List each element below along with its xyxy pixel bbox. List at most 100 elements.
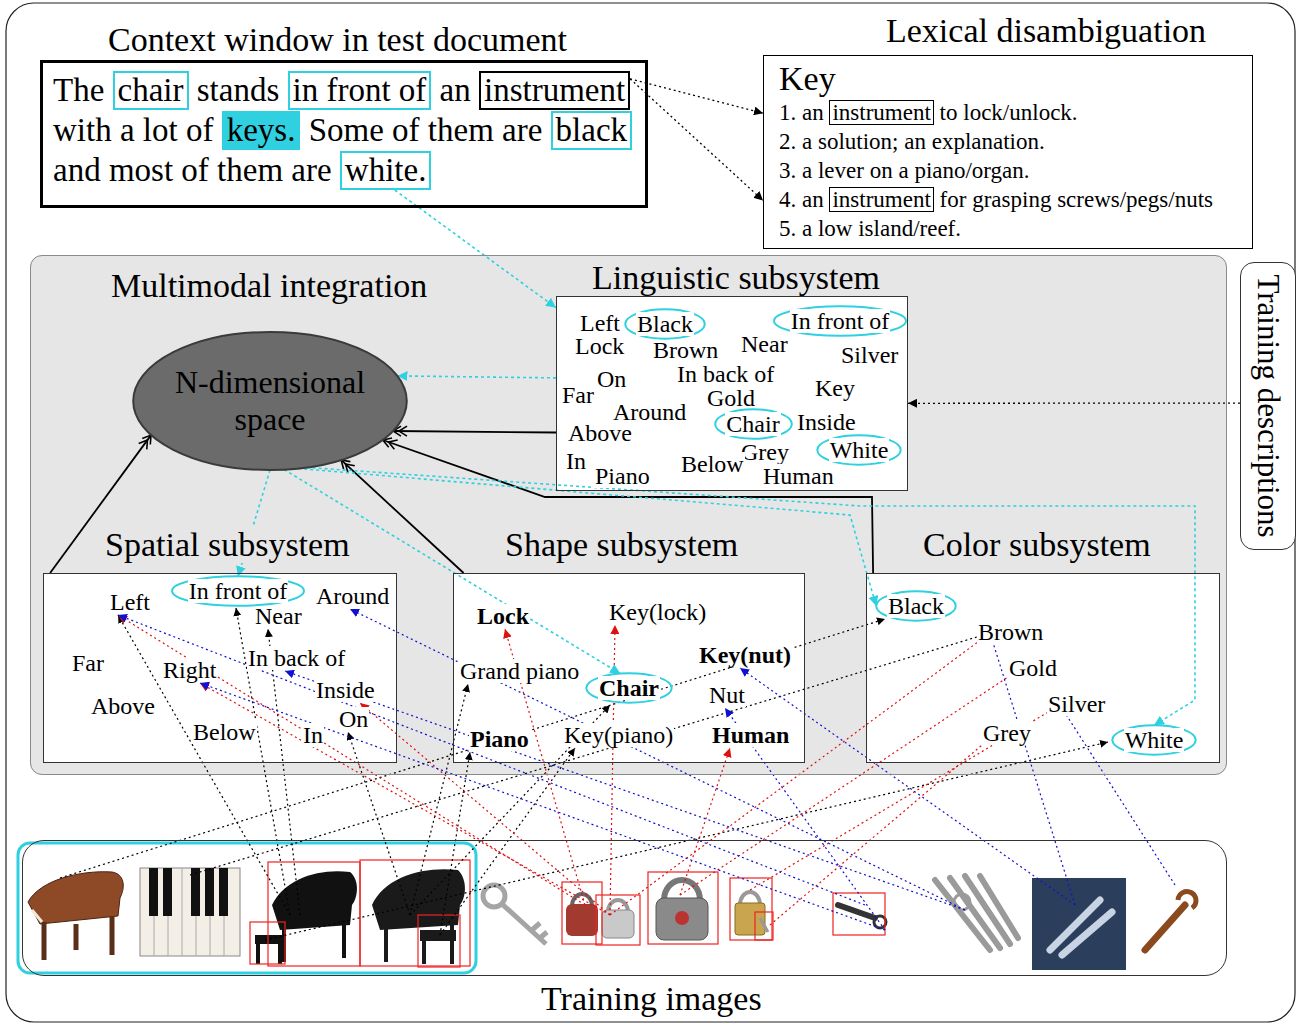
- node-text: for grasping screws/pegs/nuts: [940, 187, 1213, 212]
- vocabulary-word: In back of: [676, 362, 775, 386]
- object-box: [755, 912, 773, 940]
- image-word-link: [268, 629, 300, 915]
- boxed-word: instrument: [829, 100, 933, 125]
- image-word-link: [990, 633, 1075, 905]
- vocabulary-word: Human: [762, 464, 835, 488]
- vocabulary-word: Left: [579, 311, 621, 335]
- vocabulary-word: Left: [109, 590, 151, 614]
- wrench-set-image: [954, 894, 970, 910]
- selection-ellipse: [774, 306, 906, 335]
- node-text: Key: [779, 60, 1213, 98]
- node-text: Black: [636, 312, 694, 336]
- vocabulary-word: Brown: [652, 338, 719, 362]
- node-text: 5. a low island/reef.: [779, 216, 961, 241]
- image-word-link: [680, 669, 1020, 895]
- selection-ellipse: [817, 435, 900, 464]
- vocabulary-word: Inside: [315, 678, 376, 702]
- text-flow: Key 1. an instrument to lock/unlock.2. a…: [779, 60, 1213, 243]
- keyboard-image: [140, 868, 240, 956]
- node-text: instrument: [832, 187, 930, 212]
- selected-word-ellipse: Chair: [585, 672, 673, 704]
- image-word-link: [200, 683, 610, 915]
- vocabulary-word: Grand piano: [459, 659, 580, 683]
- vocabulary-word: Below: [680, 452, 745, 476]
- node-text: White: [829, 438, 890, 462]
- vocabulary-word: In: [565, 449, 587, 473]
- node-text: Training descriptions: [1251, 274, 1285, 537]
- vocabulary-word: In back of: [247, 646, 346, 670]
- box-fill: [556, 296, 908, 491]
- lock-image: [602, 910, 634, 938]
- space-ellipse: [133, 332, 407, 470]
- piano-bench: [420, 930, 456, 941]
- selection-ellipse: [172, 576, 304, 605]
- node-text: chair: [118, 72, 184, 108]
- vocabulary-word: Human: [711, 723, 790, 747]
- brown-wrench-image: [1178, 892, 1196, 908]
- node-text: stands: [197, 72, 280, 108]
- image-word-link: [265, 742, 1108, 940]
- wrench-image: [838, 905, 875, 918]
- definition-box: Lexical disambiguationKey 1. an instrume…: [763, 55, 1253, 249]
- dotted-arrow: [630, 79, 763, 113]
- piano-bench: [255, 935, 283, 944]
- image-word-link: [348, 732, 410, 915]
- vocabulary-word: Silver: [840, 343, 899, 367]
- cyan-dotted-arrow: [398, 376, 557, 378]
- vocabulary-word: Key: [814, 376, 856, 400]
- vocabulary-word: Near: [740, 332, 789, 356]
- object-box: [418, 915, 460, 967]
- image-word-link: [118, 615, 865, 905]
- image-word-link: [740, 668, 1075, 905]
- node-text: 2. a solution; an explanation.: [779, 129, 1045, 154]
- double-headed-flow-arrow: [383, 440, 873, 573]
- lock-image: [656, 898, 708, 940]
- object-box: [648, 872, 718, 944]
- box-fills: [30, 255, 1227, 775]
- object-box: [596, 895, 640, 945]
- key-image: [483, 885, 505, 907]
- box-fill: [453, 573, 805, 763]
- vocabulary-word: Gold: [706, 386, 756, 410]
- node-text: Black: [887, 594, 945, 618]
- vocabulary-word: Lock: [476, 604, 530, 628]
- box-fill: [866, 573, 1220, 763]
- vocabulary-word: On: [338, 707, 369, 731]
- dotted-arrow: [630, 79, 763, 201]
- node-text: Some of them are: [309, 112, 543, 148]
- node-text: to lock/unlock.: [940, 100, 1078, 125]
- selected-word-ellipse: Black: [624, 308, 706, 340]
- vocabulary-word: Key(nut): [698, 643, 792, 667]
- heading: Shape subsystem: [502, 526, 741, 563]
- node-text: N-dimensional space: [165, 364, 375, 438]
- linguistic-subsystem-box: Linguistic subsystemLeftLockBrownNearSil…: [556, 296, 908, 491]
- node-text: black: [556, 112, 627, 148]
- image-word-link: [610, 625, 615, 915]
- semantic-space-ellipse: N-dimensional space: [129, 326, 411, 476]
- object-box: [360, 860, 470, 966]
- color-subsystem-box: Color subsystemBrownGoldSilverGreyBlackW…: [866, 573, 1220, 763]
- text-flow: The chair stands in front of an instrume…: [53, 70, 632, 190]
- image-word-link: [440, 752, 470, 935]
- boxed-word: instrument: [829, 187, 933, 212]
- context-box: Context window in test documentThe chair…: [40, 60, 648, 208]
- selection-ellipse: [876, 591, 956, 620]
- node-text: The: [53, 72, 104, 108]
- vocabulary-word: Piano: [469, 727, 530, 751]
- highlighted-word: in front of: [288, 71, 432, 110]
- target-word: keys.: [222, 111, 301, 150]
- selection-ellipse: [715, 409, 792, 438]
- outer-frame: [6, 3, 1295, 1022]
- vocabulary-word: Grey: [982, 721, 1032, 745]
- node-text: In front of: [188, 579, 289, 603]
- vocabulary-word: Gold: [1008, 656, 1058, 680]
- selected-word-ellipse: In front of: [772, 305, 908, 337]
- image-word-link: [680, 748, 730, 895]
- highlighted-word: chair: [113, 71, 189, 110]
- vocabulary-word: Far: [561, 383, 595, 407]
- selected-word-ellipse: Chair: [714, 408, 793, 440]
- cyan-dotted-arrow: [307, 467, 1195, 725]
- key-image: [502, 904, 547, 944]
- image-word-link: [440, 748, 575, 935]
